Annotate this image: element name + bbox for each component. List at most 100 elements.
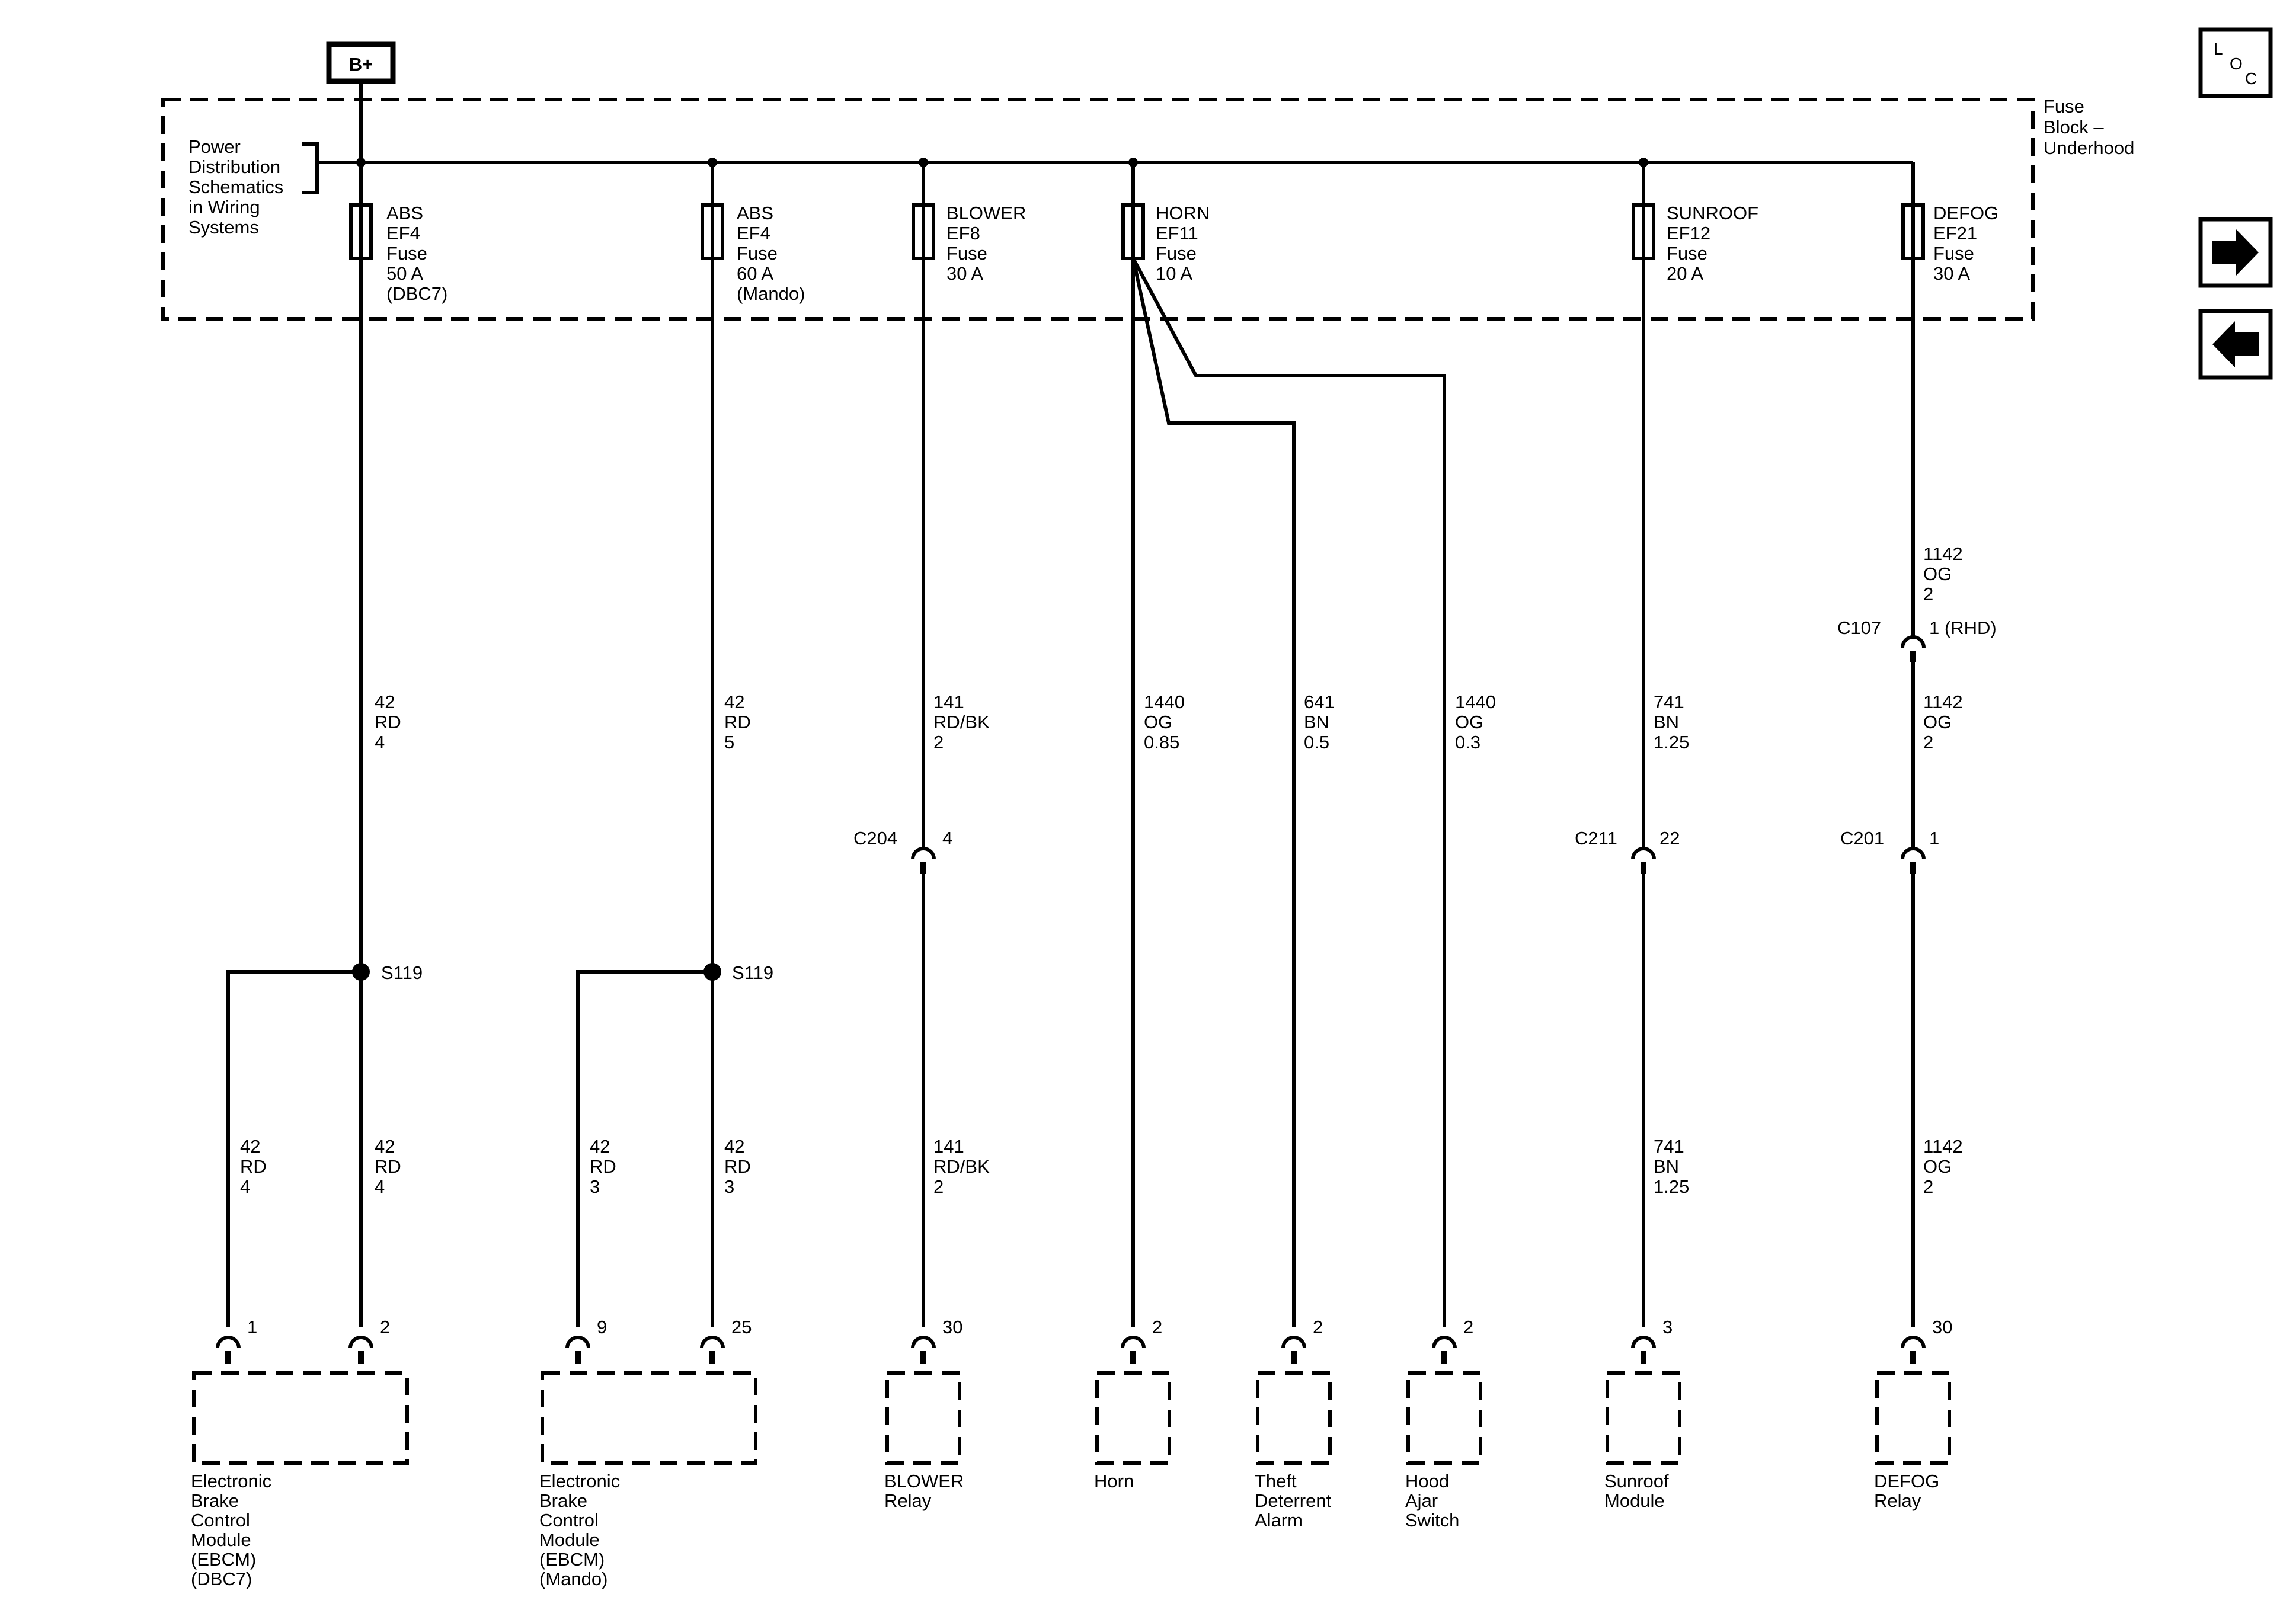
loc-button[interactable]: L O C	[2198, 27, 2273, 98]
pin-number: 2	[380, 1317, 390, 1337]
fuse-block-outline	[161, 98, 2035, 321]
pin-terminal	[216, 1336, 241, 1349]
connector-c204-name: C204	[853, 828, 897, 849]
arrow-right-icon	[2212, 229, 2259, 276]
pin-number: 30	[942, 1317, 962, 1337]
svg-text:O: O	[2230, 55, 2243, 73]
fuse-block-name: Fuse Block – Underhood	[2044, 96, 2134, 158]
arrow-left-icon	[2212, 321, 2259, 367]
svg-text:L: L	[2214, 40, 2223, 58]
pin-number: 2	[1313, 1317, 1323, 1337]
pin-terminal	[1432, 1336, 1457, 1349]
connector-c211-pin: 22	[1659, 828, 1680, 849]
pin-number: 30	[1932, 1317, 1952, 1337]
svg-text:Horn: Horn	[1094, 1471, 1134, 1491]
pin-number: 2	[1152, 1317, 1162, 1337]
connector-c107-name: C107	[1837, 617, 1881, 638]
pin-number: 9	[597, 1317, 607, 1337]
splice-s119-mando	[703, 963, 721, 981]
reference-bracket	[302, 142, 323, 194]
pin-stub	[1441, 1351, 1447, 1364]
pin-stub	[1291, 1351, 1297, 1364]
pin-number: 3	[1662, 1317, 1673, 1337]
pin-terminal	[1901, 1336, 1926, 1349]
splice-label: S119	[381, 962, 423, 983]
pin-number: 2	[1463, 1317, 1473, 1337]
pin-terminal	[348, 1336, 373, 1349]
component-horn[interactable]: Horn	[1094, 1371, 1171, 1491]
pin-terminal	[1631, 1336, 1656, 1349]
splice-label: S119	[732, 962, 773, 983]
pin-stub	[575, 1351, 581, 1364]
pin-stub	[225, 1351, 231, 1364]
previous-page-button[interactable]	[2198, 309, 2273, 380]
pin-stub	[709, 1351, 715, 1364]
svg-text:C: C	[2245, 69, 2257, 88]
connector-c204-pin: 4	[942, 828, 952, 849]
pin-terminal	[565, 1336, 590, 1349]
component-terminals: 1 2 9 25 30 2 2 2 3 30	[216, 1317, 1952, 1364]
power-distribution-reference[interactable]: Power Distribution Schematics in Wiring …	[188, 136, 289, 238]
splice-s119-dbc7	[352, 963, 370, 981]
pin-terminal	[700, 1336, 725, 1349]
pin-stub	[1130, 1351, 1136, 1364]
pin-number: 1	[247, 1317, 257, 1337]
pin-stub	[1641, 1351, 1646, 1364]
connector-c211-name: C211	[1575, 828, 1617, 849]
battery-supply-label: B+	[349, 54, 373, 75]
pin-terminal	[1121, 1336, 1146, 1349]
connector-c107-pin: 1 (RHD)	[1929, 617, 1997, 638]
pin-number: 25	[731, 1317, 752, 1337]
next-page-button[interactable]	[2198, 217, 2273, 288]
connector-c201-name: C201	[1840, 828, 1884, 849]
pin-stub	[358, 1351, 364, 1364]
